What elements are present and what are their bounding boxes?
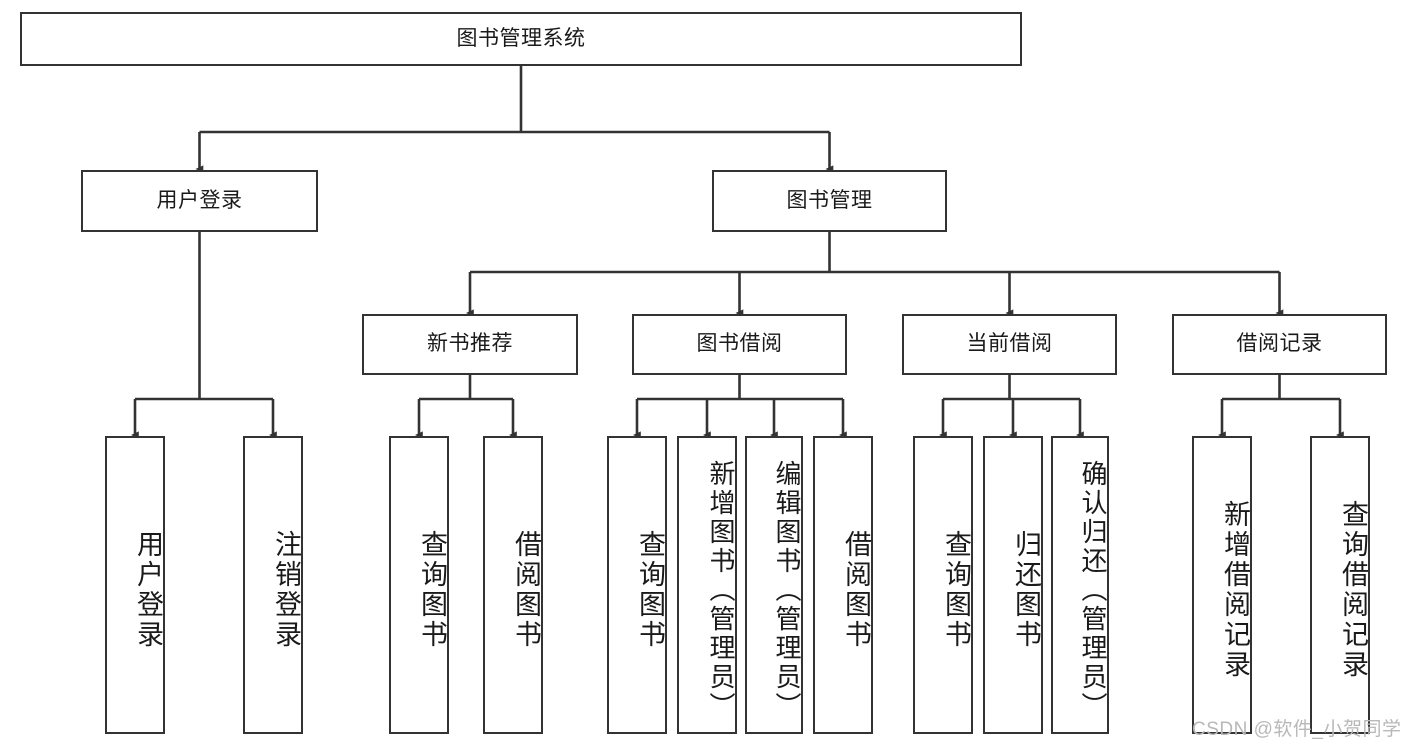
node-leaf-query-book: 查询图书 [607,436,667,734]
node-user-login: 用户登录 [81,170,318,232]
csdn-watermark: CSDN @软件_小贺同学 [1192,719,1402,740]
node-label: 借阅图书 [841,530,871,650]
node-leaf-borrow-book-rec: 借阅图书 [483,436,543,734]
node-label: 确认归还（管理员） [1078,459,1108,721]
node-leaf-query-record: 查询借阅记录 [1310,436,1370,734]
node-label: 查询图书 [941,530,971,650]
node-label: 图书管理系统 [456,26,586,50]
node-label: 用户登录 [133,530,163,650]
node-label: 查询图书 [417,530,447,650]
node-label: 编辑图书（管理员） [772,459,802,721]
node-leaf-edit-book: 编辑图书（管理员） [745,436,803,734]
node-label: 用户登录 [156,188,243,212]
node-label: 当前借阅 [966,332,1053,356]
node-current-borrow: 当前借阅 [902,314,1117,375]
node-book-borrow: 图书借阅 [632,314,847,375]
node-label: 借阅记录 [1236,332,1323,356]
node-leaf-confirm-return: 确认归还（管理员） [1051,436,1109,734]
node-label: 查询借阅记录 [1338,500,1368,680]
node-leaf-add-book: 新增图书（管理员） [677,436,737,734]
node-label: 新书推荐 [427,332,513,356]
node-leaf-query-book-cur: 查询图书 [913,436,973,734]
node-label: 图书管理 [786,188,873,212]
node-leaf-user-login: 用户登录 [105,436,165,734]
node-label: 注销登录 [271,530,301,650]
node-leaf-add-record: 新增借阅记录 [1192,436,1252,734]
node-label: 新增图书（管理员） [706,459,736,721]
node-leaf-logout: 注销登录 [243,436,303,734]
node-label: 新增借阅记录 [1220,500,1250,680]
node-leaf-return-book: 归还图书 [983,436,1043,734]
node-root: 图书管理系统 [20,12,1022,66]
node-borrow-record: 借阅记录 [1172,314,1387,375]
node-leaf-borrow-book: 借阅图书 [813,436,873,734]
node-label: 查询图书 [635,530,665,650]
node-book-manage: 图书管理 [712,170,947,232]
node-new-book-rec: 新书推荐 [362,314,578,375]
node-label: 图书借阅 [696,332,783,356]
node-label: 借阅图书 [511,530,541,650]
node-label: 归还图书 [1011,530,1041,650]
node-leaf-query-book-rec: 查询图书 [389,436,449,734]
